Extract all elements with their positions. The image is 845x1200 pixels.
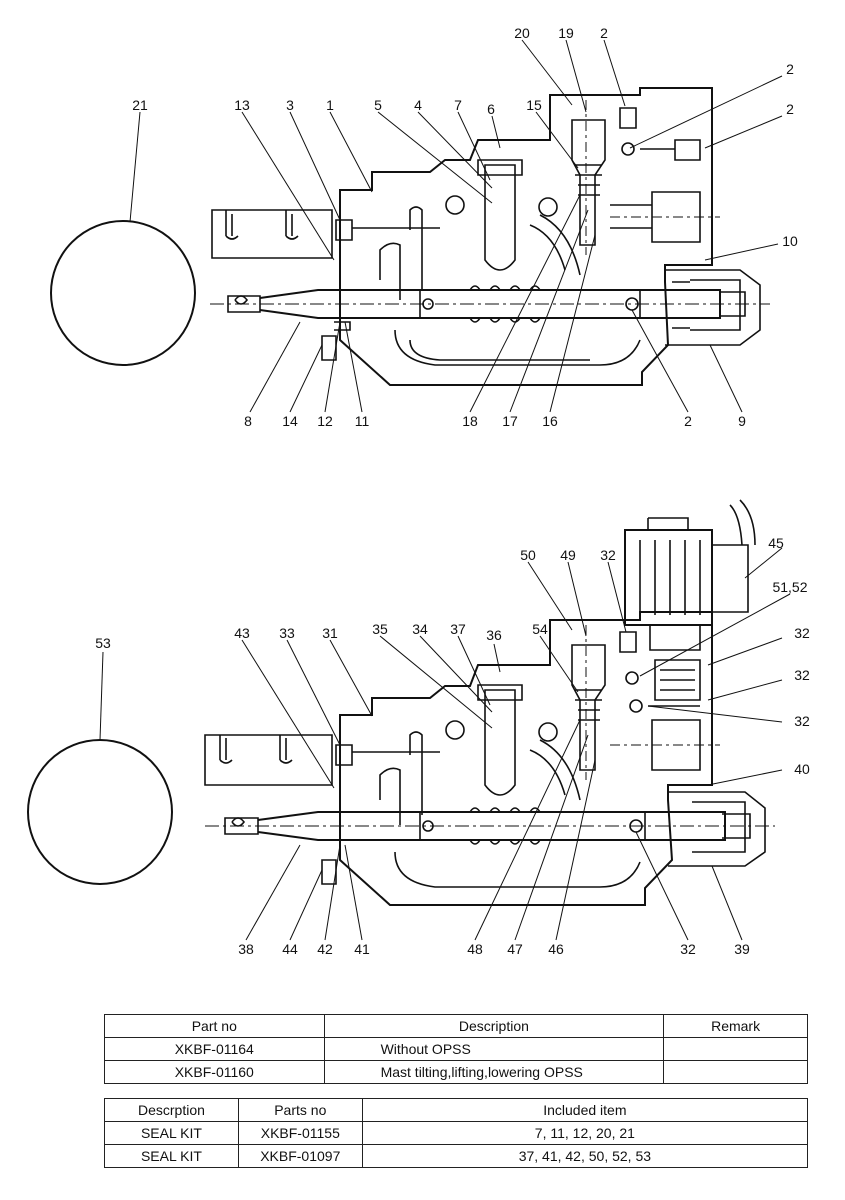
cell-parts-no: XKBF-01155 [237,1121,363,1145]
callout-36: 36 [486,627,502,643]
callout-53: 53 [95,635,111,651]
callout-10: 10 [782,233,798,249]
callout-45: 45 [768,535,784,551]
callout-43: 43 [234,625,250,641]
callout-32a: 32 [600,547,616,563]
cell-description: SEAL KIT [104,1144,239,1168]
callout-42: 42 [317,941,333,957]
callout-9: 9 [738,413,746,429]
callout-31: 31 [322,625,338,641]
callout-13: 13 [234,97,250,113]
callout-32c: 32 [794,667,810,683]
seal-ring-53 [27,739,173,885]
callout-2b: 2 [786,61,794,77]
header-description: Description [323,1014,665,1038]
cell-included-item: 37, 41, 42, 50, 52, 53 [361,1144,809,1168]
cell-included-item: 7, 11, 12, 20, 21 [361,1121,809,1145]
callout-6: 6 [487,101,495,117]
callout-17: 17 [502,413,518,429]
callout-1: 1 [326,97,334,113]
callout-3: 3 [286,97,294,113]
cell-remark [663,1037,808,1061]
header-remark: Remark [663,1014,808,1038]
callout-39: 39 [734,941,750,957]
callout-2a: 2 [600,25,608,41]
callout-47: 47 [507,941,523,957]
callout-20: 20 [514,25,530,41]
table-header-row: Descrption Parts no Included item [104,1098,809,1122]
callout-12: 12 [317,413,333,429]
cell-description: SEAL KIT [104,1121,239,1145]
callout-7: 7 [454,97,462,113]
callout-32e: 32 [680,941,696,957]
cell-description: Without OPSS [323,1037,665,1061]
table-row: SEAL KIT XKBF-01155 7, 11, 12, 20, 21 [104,1121,809,1145]
callout-5: 5 [374,97,382,113]
callout-48: 48 [467,941,483,957]
callout-8: 8 [244,413,252,429]
header-included-item: Included item [361,1098,809,1122]
bottom-valve-assembly [27,499,775,906]
seal-kit-table: Descrption Parts no Included item SEAL K… [104,1098,809,1168]
callout-51-52: 51,52 [772,579,807,595]
callout-11: 11 [355,413,370,429]
callouts-bottom: 53 43 33 31 35 34 37 36 54 50 49 32 45 5… [95,535,810,957]
valve-diagram: 21 13 3 1 5 4 7 6 15 20 19 2 2 2 10 8 14… [27,25,810,957]
callout-46: 46 [548,941,564,957]
seal-ring-21 [50,220,196,366]
callout-37: 37 [450,621,466,637]
table-row: SEAL KIT XKBF-01097 37, 41, 42, 50, 52, … [104,1144,809,1168]
callouts-top: 21 13 3 1 5 4 7 6 15 20 19 2 2 2 10 8 14… [132,25,798,429]
callout-54: 54 [532,621,548,637]
top-valve-assembly [50,87,770,386]
callout-19: 19 [558,25,574,41]
callout-40: 40 [794,761,810,777]
callout-16: 16 [542,413,558,429]
callout-34: 34 [412,621,428,637]
table-header-row: Part no Description Remark [104,1014,808,1038]
table-row: XKBF-01164 Without OPSS [104,1037,808,1061]
cell-part-no: XKBF-01164 [104,1037,325,1061]
callout-14: 14 [282,413,298,429]
callout-50: 50 [520,547,536,563]
table-row: XKBF-01160 Mast tilting,lifting,lowering… [104,1060,808,1084]
callout-33: 33 [279,625,295,641]
cell-remark [663,1060,808,1084]
callout-2c: 2 [786,101,794,117]
header-part-no: Part no [104,1014,325,1038]
parts-table: Part no Description Remark XKBF-01164 Wi… [104,1014,808,1084]
callout-44: 44 [282,941,298,957]
callout-18: 18 [462,413,478,429]
callout-32b: 32 [794,625,810,641]
cell-parts-no: XKBF-01097 [237,1144,363,1168]
callout-35: 35 [372,621,388,637]
header-parts-no: Parts no [237,1098,363,1122]
callout-2d: 2 [684,413,692,429]
cell-description: Mast tilting,lifting,lowering OPSS [323,1060,665,1084]
header-description: Descrption [104,1098,239,1122]
callout-32d: 32 [794,713,810,729]
callout-38: 38 [238,941,254,957]
callout-15: 15 [526,97,542,113]
cell-part-no: XKBF-01160 [104,1060,325,1084]
callout-41: 41 [354,941,370,957]
callout-4: 4 [414,97,422,113]
callout-21: 21 [132,97,148,113]
callout-49: 49 [560,547,576,563]
